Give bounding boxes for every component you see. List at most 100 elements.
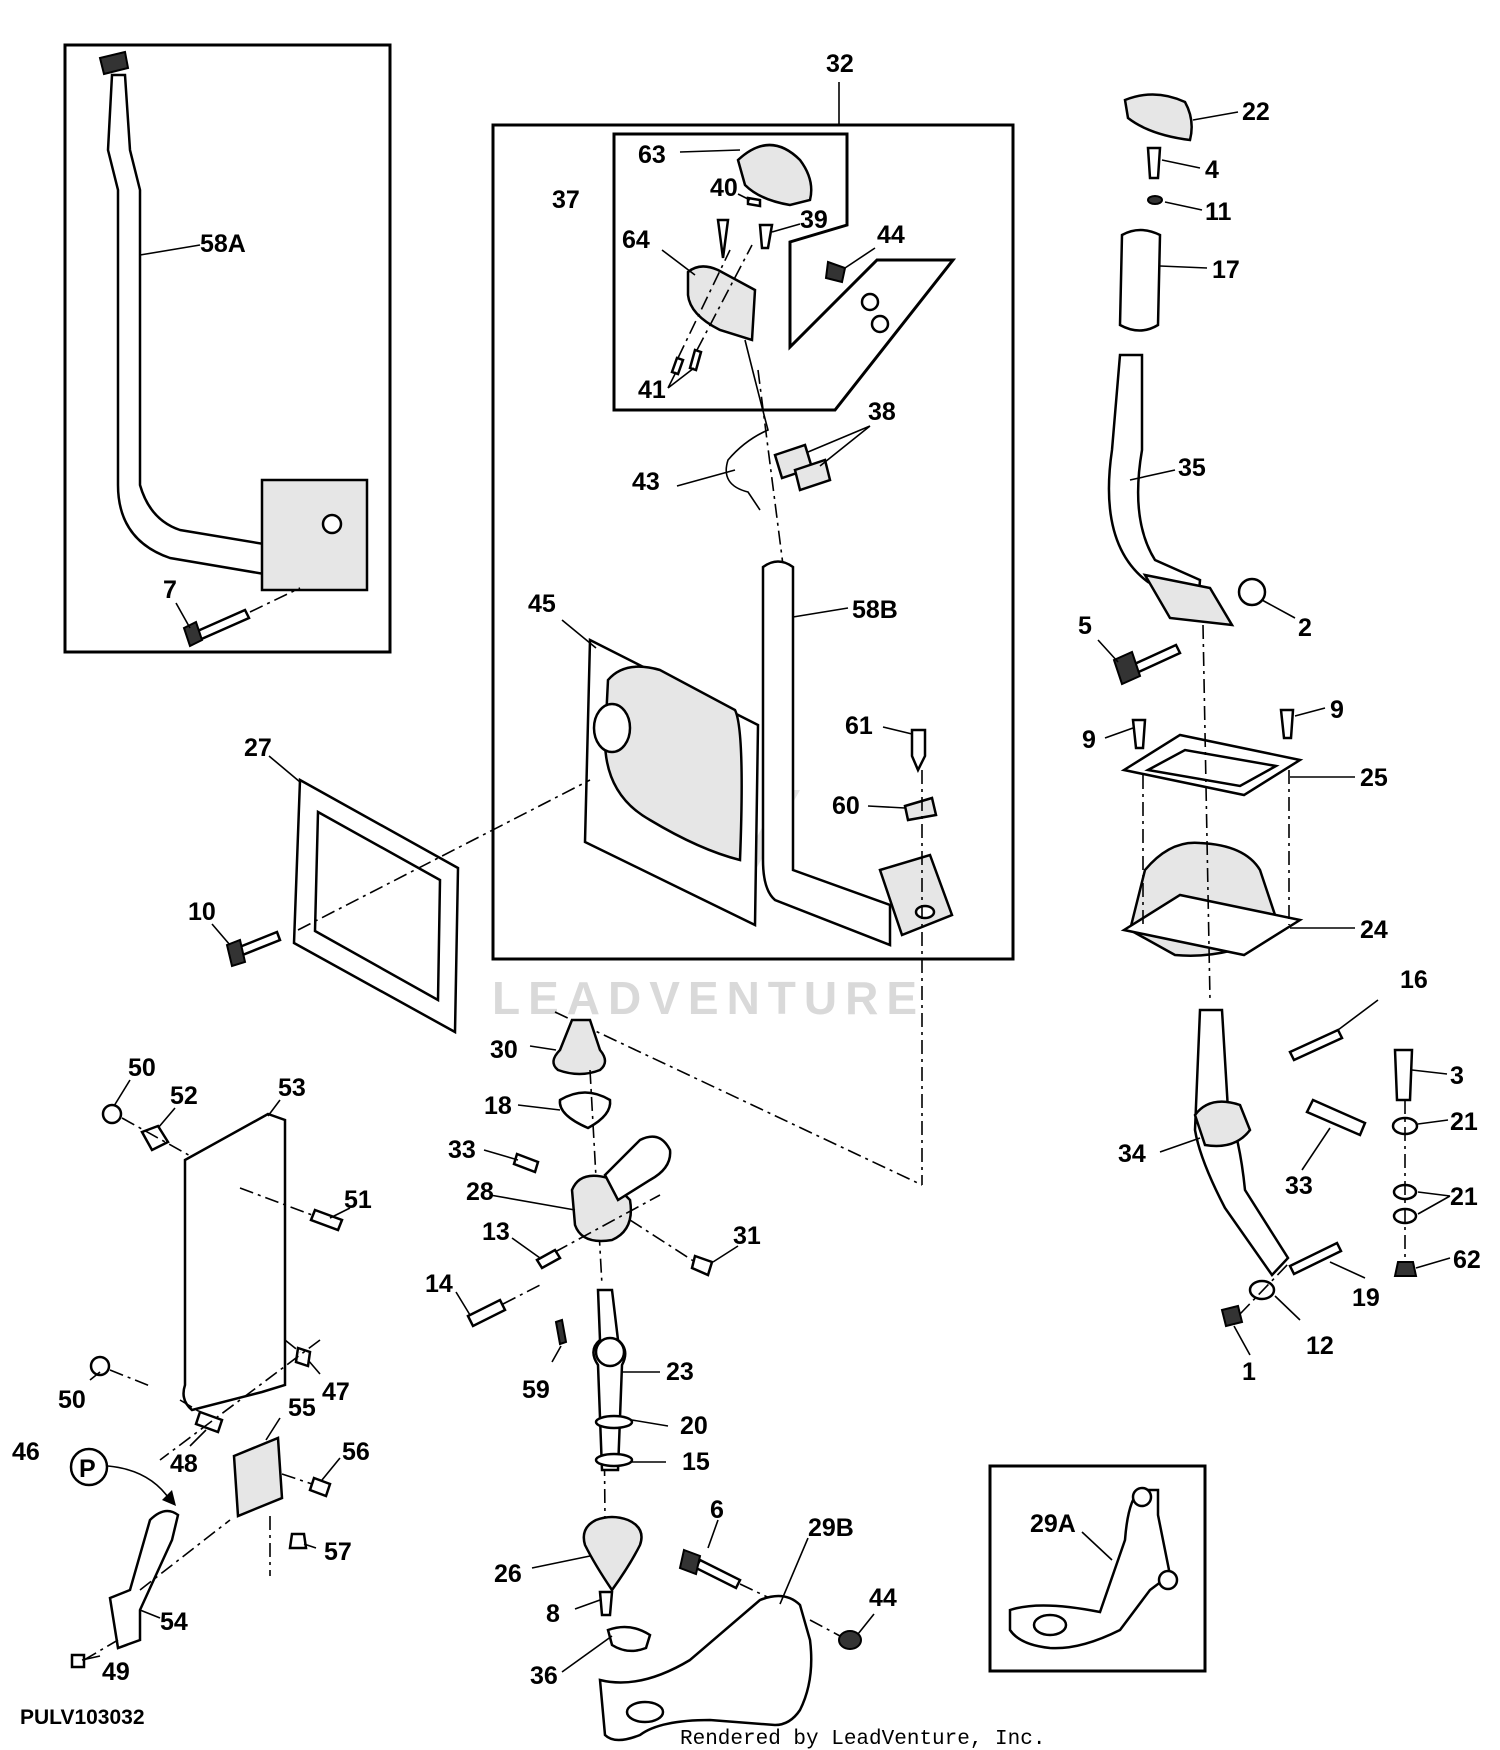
leader-64 [661, 249, 696, 276]
dash-56 [281, 1473, 313, 1485]
leader-41 [667, 367, 695, 389]
shaft-23 [592, 1288, 627, 1472]
bracket-29a-hole-top [1131, 1486, 1153, 1508]
callout-25: 25 [1360, 764, 1388, 792]
leader-54 [139, 1609, 161, 1619]
callout-17: 17 [1212, 256, 1240, 284]
right-assembly [1097, 93, 1451, 1356]
callout-7: 7 [163, 576, 177, 604]
dash-41 [677, 244, 753, 359]
bolt-6-head [678, 1548, 702, 1576]
switch-housing-64 [686, 265, 757, 342]
callout-35: 35 [1178, 454, 1206, 482]
bracket-53 [182, 1112, 287, 1412]
dash-25-24 [1142, 770, 1290, 928]
callout-29a: 29A [1030, 1510, 1076, 1538]
callout-30: 30 [490, 1036, 518, 1064]
callout-21a: 21 [1450, 1108, 1478, 1136]
bolt-19 [1288, 1241, 1343, 1276]
nut-2 [1237, 577, 1267, 607]
callout-21b: 21 [1450, 1183, 1478, 1211]
callout-57: 57 [324, 1538, 352, 1566]
subassembly-37-frame [612, 132, 957, 412]
callout-34: 34 [1118, 1140, 1146, 1168]
callout-44b: 44 [869, 1584, 897, 1612]
callout-29b: 29B [808, 1514, 854, 1542]
screw-50a [101, 1103, 123, 1125]
leader-36 [561, 1635, 613, 1673]
screw-31 [690, 1254, 714, 1277]
leader-35 [1129, 469, 1176, 481]
callout-38: 38 [868, 398, 896, 426]
callout-59: 59 [522, 1376, 550, 1404]
callout-9b: 9 [1330, 696, 1344, 724]
leader-19 [1329, 1261, 1366, 1279]
dash-14 [502, 1283, 543, 1305]
leader-28 [489, 1194, 576, 1211]
callout-24: 24 [1360, 916, 1388, 944]
dash-center-right [1202, 624, 1211, 1001]
lever-58b-hole [914, 904, 936, 920]
lever-58a-cap [98, 50, 130, 76]
callout-33b: 33 [448, 1136, 476, 1164]
leader-44a [844, 247, 876, 269]
dash-51 [239, 1187, 313, 1216]
callout-6: 6 [710, 1496, 724, 1524]
bolt-3 [1393, 1048, 1414, 1102]
screw-50b [89, 1355, 111, 1377]
leader-4 [1161, 159, 1201, 169]
callout-46: 46 [12, 1438, 40, 1466]
callout-22: 22 [1242, 98, 1270, 126]
callout-63: 63 [638, 141, 666, 169]
callout-2: 2 [1298, 614, 1312, 642]
leader-58b [792, 607, 849, 618]
callout-40: 40 [710, 174, 738, 202]
bolt-8 [598, 1590, 614, 1617]
callout-5: 5 [1078, 612, 1092, 640]
callout-39: 39 [800, 206, 828, 234]
leader-55 [265, 1417, 281, 1441]
bolt-61 [910, 728, 927, 773]
lower-left-assembly: P [69, 1079, 351, 1669]
leader-11 [1164, 201, 1203, 211]
inset-29a-frame [988, 1464, 1207, 1673]
leader-22 [1192, 111, 1239, 121]
leader-34 [1159, 1137, 1201, 1153]
connector-38b [793, 458, 832, 492]
callout-58a: 58A [200, 230, 246, 258]
screw-41b [688, 348, 703, 372]
bolt-9b [1279, 708, 1295, 740]
leader-27 [268, 755, 301, 783]
callout-11: 11 [1205, 198, 1232, 226]
plate-25 [1120, 733, 1304, 797]
callout-48: 48 [170, 1450, 198, 1478]
gasket-27-opening [313, 809, 442, 1003]
leader-52 [157, 1107, 176, 1129]
callout-26: 26 [494, 1560, 522, 1588]
leader-39 [771, 223, 801, 233]
switch-44 [824, 260, 847, 284]
leader-30 [529, 1045, 557, 1051]
leader-20 [631, 1419, 669, 1427]
lever-58a [106, 73, 272, 577]
callout-62: 62 [1453, 1246, 1481, 1274]
bolt-7-head [182, 620, 204, 648]
render-credit: Rendered by LeadVenture, Inc. [680, 1728, 1045, 1750]
inset-58a-frame [63, 43, 392, 654]
callout-33a: 33 [1285, 1172, 1313, 1200]
leader-51 [329, 1207, 351, 1219]
callout-53: 53 [278, 1074, 306, 1102]
callout-18: 18 [484, 1092, 512, 1120]
plate-55 [232, 1436, 284, 1518]
collar-36 [606, 1625, 652, 1653]
leader-33b [483, 1149, 519, 1161]
leader-29b [779, 1537, 809, 1605]
lower-center-assembly [455, 1018, 875, 1742]
callout-8: 8 [546, 1600, 560, 1628]
leader-43 [676, 469, 736, 487]
leader-14 [455, 1291, 471, 1316]
boot-30 [552, 1018, 607, 1076]
clip-18 [558, 1091, 612, 1130]
callout-58b: 58B [852, 596, 898, 624]
plate-24 [1120, 893, 1304, 957]
